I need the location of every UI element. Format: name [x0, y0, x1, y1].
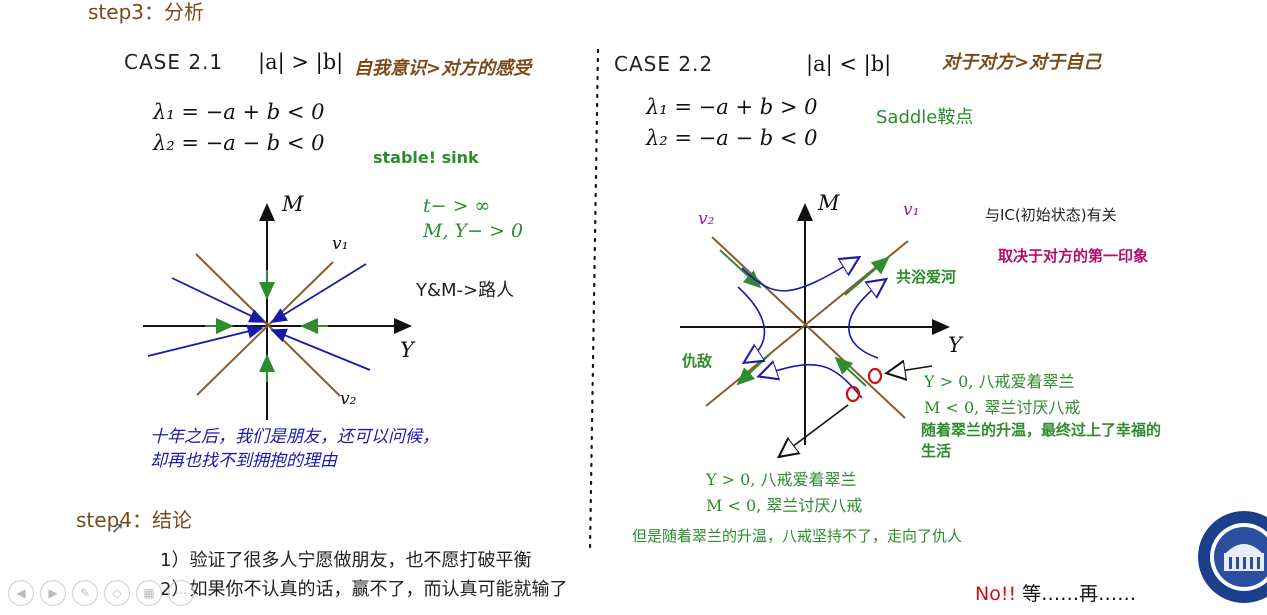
- eraser-icon[interactable]: ◇: [104, 580, 130, 606]
- presentation-toolbar: ◀ ▶ ✎ ◇ ▦ ⋯: [0, 572, 260, 612]
- case21-title: CASE 2.1: [124, 50, 224, 74]
- case22-condition: |a| < |b|: [806, 52, 892, 76]
- case22-result-b: 但是随着翠兰的升温，八戒坚持不了，走向了仇人: [632, 527, 963, 545]
- case22-lambda1: λ₁ = −a + b > 0: [646, 95, 818, 119]
- v1-line-21: [196, 261, 334, 396]
- step3-heading: step3：分析: [88, 0, 204, 24]
- case21-lambda2: λ₂ = −a − b < 0: [153, 131, 325, 155]
- case22-result-a2: 生活: [921, 442, 952, 460]
- case22-enemy: 仇敌: [682, 352, 713, 370]
- case22-axis-m: M: [818, 191, 840, 215]
- case22-lambda2: λ₂ = −a − b < 0: [646, 126, 818, 150]
- case21-label: 自我意识>对方的感受: [354, 58, 532, 79]
- case21-condition: |a| > |b|: [258, 50, 344, 74]
- divider-line: [588, 48, 600, 552]
- cursor-icon: ➚: [111, 518, 125, 537]
- v2-line-21: [195, 253, 341, 397]
- pen-icon[interactable]: ✎: [72, 580, 98, 606]
- case21-limit2: M, Y− > 0: [423, 220, 524, 242]
- case21-axis-m: M: [282, 192, 304, 216]
- more-icon[interactable]: ⋯: [168, 580, 194, 606]
- case21-lambda1: λ₁ = −a + b < 0: [153, 100, 325, 124]
- case22-love: 共浴爱河: [896, 268, 957, 286]
- case22-cond-a1: Y > 0, 八戒爱着翠兰: [924, 372, 1075, 391]
- case22-first-impression: 取决于对方的第一印象: [998, 247, 1149, 265]
- case21-v1: v₁: [332, 234, 349, 254]
- forward-icon[interactable]: ▶: [40, 580, 66, 606]
- case22-cond-a2: M < 0, 翠兰讨厌八戒: [924, 398, 1081, 417]
- case21-axis-y: Y: [400, 338, 414, 362]
- case22-v2: v₂: [698, 209, 715, 229]
- case21-limit1: t− > ∞: [423, 195, 491, 217]
- v2-line-22: [711, 236, 906, 419]
- case21-stability: stable! sink: [373, 148, 479, 167]
- case22-cond-b2: M < 0, 翠兰讨厌八戒: [706, 496, 863, 515]
- back-icon[interactable]: ◀: [8, 580, 34, 606]
- case22-result-a1: 随着翠兰的升温，最终过上了幸福的: [921, 421, 1162, 439]
- saddle-phase-portrait: [680, 203, 950, 456]
- conclusion-item-2: 2）如果你不认真的话，赢不了，而认真可能就输了: [160, 579, 568, 600]
- step4-heading: step4：结论: [76, 508, 192, 532]
- case22-saddle: Saddle鞍点: [876, 107, 974, 128]
- ic-point-b: [845, 385, 861, 403]
- conclusion-item-1: 1）验证了很多人宁愿做朋友，也不愿打破平衡: [160, 550, 532, 571]
- case21-note-line1: 十年之后，我们是朋友，还可以问候，: [150, 427, 439, 447]
- case21-v2: v₂: [340, 389, 357, 409]
- case21-note-line2: 却再也找不到拥抱的理由: [150, 451, 337, 471]
- sink-phase-portrait: [143, 203, 412, 420]
- conclusion-tail: No!! 等……再……: [975, 583, 1137, 605]
- slides-icon[interactable]: ▦: [136, 580, 162, 606]
- case22-title: CASE 2.2: [614, 52, 714, 76]
- ic-point-a: [867, 367, 883, 385]
- case21-outcome: Y&M->路人: [416, 280, 515, 301]
- university-logo: [1196, 505, 1267, 613]
- case22-v1: v₁: [903, 200, 920, 220]
- case22-cond-b1: Y > 0, 八戒爱着翠兰: [706, 470, 857, 489]
- case22-axis-y: Y: [948, 333, 962, 357]
- case22-label: 对于对方>对于自己: [942, 52, 1102, 73]
- case22-ic: 与IC(初始状态)有关: [985, 206, 1117, 224]
